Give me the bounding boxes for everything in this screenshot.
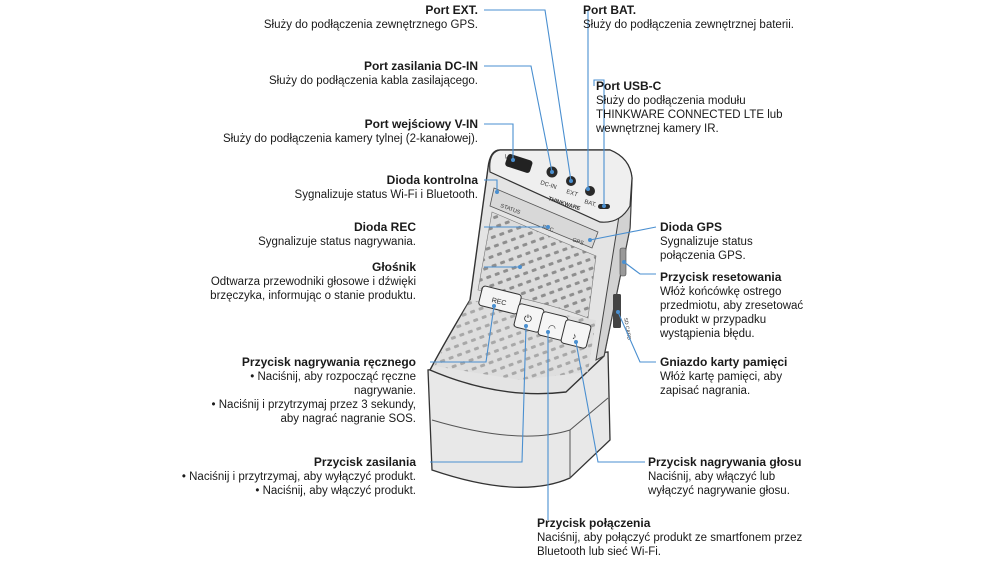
label-title: Dioda GPS — [660, 220, 723, 234]
label-desc: przedmiotu, aby zresetować — [660, 300, 804, 312]
label-desc: • Naciśnij, aby włączyć produkt. — [255, 485, 416, 497]
label-speaker: Głośnik Odtwarza przewodniki głosowe i d… — [210, 260, 416, 303]
label-title: Port BAT. — [583, 3, 637, 17]
svg-text:REC: REC — [491, 297, 507, 307]
label-title: Port wejściowy V-IN — [364, 117, 478, 131]
svg-text:REC: REC — [541, 224, 554, 234]
label-desc: Służy do podłączenia zewnętrznej baterii… — [583, 19, 794, 31]
svg-text:◠: ◠ — [548, 323, 556, 333]
label-desc: THINKWARE CONNECTED LTE lub — [596, 109, 783, 121]
leader-reset — [623, 261, 656, 275]
label-manual-rec: Przycisk nagrywania ręcznego • Naciśnij,… — [212, 355, 416, 426]
svg-text:V-IN: V-IN — [503, 154, 516, 163]
leader-manual-rec — [430, 305, 495, 363]
label-port-bat: Port BAT. Służy do podłączenia zewnętrzn… — [583, 3, 794, 32]
label-desc: wyłączyć nagrywanie głosu. — [648, 485, 790, 497]
leader-power — [430, 325, 527, 463]
leader-voice-rec — [575, 341, 645, 463]
label-desc: Odtwarza przewodniki głosowe i dźwięki — [210, 276, 416, 288]
svg-text:♪: ♪ — [572, 331, 577, 341]
label-title: Przycisk nagrywania ręcznego — [241, 355, 416, 369]
label-port-vin: Port wejściowy V-IN Służy do podłączenia… — [223, 117, 478, 146]
label-desc: aby nagrać nagranie SOS. — [280, 413, 416, 425]
label-desc: Sygnalizuje status Wi-Fi i Bluetooth. — [294, 189, 478, 201]
label-led-control: Dioda kontrolna Sygnalizuje status Wi-Fi… — [295, 173, 478, 202]
label-port-dcin: Port zasilania DC-IN Służy do podłączeni… — [269, 59, 478, 88]
label-title: Przycisk zasilania — [313, 455, 416, 469]
svg-text:DC-IN: DC-IN — [539, 180, 557, 191]
label-power: Przycisk zasilania • Naciśnij i przytrzy… — [182, 455, 416, 498]
label-voice-rec: Przycisk nagrywania głosu Naciśnij, aby … — [648, 455, 801, 498]
leader-port-usbc — [593, 79, 605, 206]
label-led-gps: Dioda GPS Sygnalizuje status połączenia … — [660, 220, 753, 263]
leader-port-dcin — [484, 65, 553, 173]
leader-led-gps — [589, 226, 657, 241]
label-title: Gniazdo karty pamięci — [660, 355, 788, 369]
label-led-rec: Dioda REC Sygnalizuje status nagrywania. — [258, 220, 416, 249]
label-desc: nagrywanie. — [353, 385, 416, 397]
label-desc: brzęczyka, informując o stanie produktu. — [210, 290, 416, 302]
svg-text:EXT: EXT — [565, 189, 578, 198]
leader-led-control — [484, 179, 498, 192]
svg-text:BAT.: BAT. — [583, 199, 597, 209]
label-desc: zapisać nagrania. — [660, 385, 751, 397]
voice-button — [560, 319, 592, 349]
leader-port-vin — [484, 123, 514, 160]
label-title: Dioda kontrolna — [386, 173, 478, 187]
label-title: Dioda REC — [353, 220, 416, 234]
label-title: Port USB-C — [596, 79, 662, 93]
label-reset: Przycisk resetowania Włóż końcówkę ostre… — [660, 270, 803, 341]
label-connect: Przycisk połączenia Naciśnij, aby połącz… — [537, 516, 802, 559]
label-desc: wystąpienia błędu. — [660, 328, 755, 340]
label-title: Port zasilania DC-IN — [363, 59, 478, 73]
label-desc: • Naciśnij i przytrzymaj przez 3 sekundy… — [211, 399, 416, 411]
label-desc: wewnętrznej kamery IR. — [596, 123, 719, 135]
label-title: Przycisk nagrywania głosu — [648, 455, 802, 469]
label-desc: produkt w przypadku — [660, 314, 767, 326]
svg-text:⏻: ⏻ — [524, 314, 532, 325]
svg-text:GPS: GPS — [571, 237, 584, 247]
label-desc: Służy do podłączenia modułu — [596, 95, 746, 107]
svg-text:SD CARD: SD CARD — [622, 317, 632, 341]
leader-port-ext — [484, 9, 572, 182]
label-title: Głośnik — [371, 260, 416, 274]
leader-sd-slot — [617, 311, 656, 363]
label-desc: Włóż kartę pamięci, aby — [660, 371, 783, 383]
label-title: Przycisk resetowania — [660, 270, 782, 284]
label-port-ext: Port EXT. Służy do podłączenia zewnętrzn… — [264, 3, 478, 32]
label-desc: Służy do podłączenia kamery tylnej (2-ka… — [222, 133, 478, 145]
label-desc: Sygnalizuje status — [660, 236, 753, 248]
label-sd-slot: Gniazdo karty pamięci Włóż kartę pamięci… — [660, 355, 787, 398]
label-desc: Włóż końcówkę ostrego — [660, 286, 782, 298]
label-desc: Bluetooth lub sieć Wi-Fi. — [537, 546, 661, 558]
label-desc: • Naciśnij, aby rozpocząć ręczne — [250, 371, 416, 383]
label-desc: Naciśnij, aby włączyć lub — [648, 471, 776, 483]
label-desc: Naciśnij, aby połączyć produkt ze smartf… — [537, 532, 803, 544]
label-title: Przycisk połączenia — [537, 516, 651, 530]
label-port-usbc: Port USB-C Służy do podłączenia modułu T… — [596, 79, 783, 136]
label-desc: Sygnalizuje status nagrywania. — [258, 236, 416, 248]
label-desc: połączenia GPS. — [660, 250, 746, 262]
label-desc: • Naciśnij i przytrzymaj, aby wyłączyć p… — [181, 471, 416, 483]
label-desc: Służy do podłączenia kabla zasilającego. — [268, 75, 478, 87]
label-desc: Służy do podłączenia zewnętrznego GPS. — [263, 19, 478, 31]
label-title: Port EXT. — [425, 3, 478, 17]
